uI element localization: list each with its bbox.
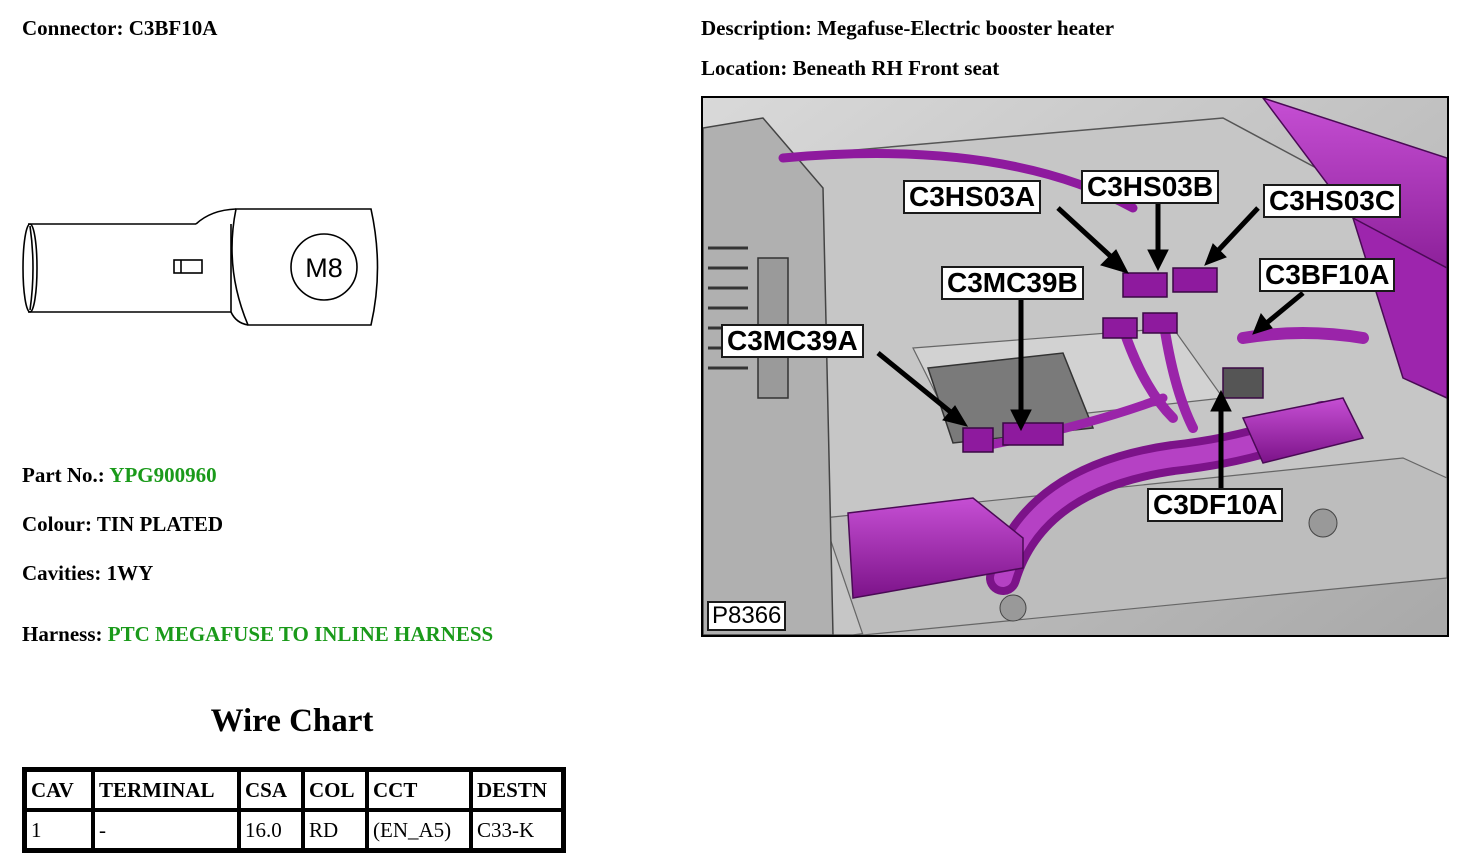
callout-c3bf10a: C3BF10A bbox=[1259, 258, 1396, 292]
connector-value: C3BF10A bbox=[128, 16, 218, 40]
wire-chart-table: CAV TERMINAL CSA COL CCT DESTN 1 - 16.0 … bbox=[22, 767, 566, 853]
callout-c3mc39b: C3MC39B bbox=[941, 266, 1084, 300]
connector-label: Connector: bbox=[22, 16, 124, 40]
connector-terminal-drawing: M8 bbox=[22, 208, 379, 326]
header-terminal: TERMINAL bbox=[93, 770, 239, 810]
description-label: Description: bbox=[701, 16, 812, 40]
location-photo: C3HS03A C3HS03B C3HS03C C3BF10A C3MC39B … bbox=[701, 96, 1449, 637]
location-illustration bbox=[703, 98, 1447, 635]
callout-c3hs03a: C3HS03A bbox=[903, 180, 1042, 214]
header-csa: CSA bbox=[239, 770, 303, 810]
colour-field: Colour: TIN PLATED bbox=[22, 514, 223, 535]
location-label: Location: bbox=[701, 56, 788, 80]
callout-c3mc39a: C3MC39A bbox=[721, 324, 864, 358]
cavities-label: Cavities: bbox=[22, 561, 102, 585]
cell-col: RD bbox=[303, 810, 367, 850]
callout-c3hs03b: C3HS03B bbox=[1081, 170, 1220, 204]
cell-cav: 1 bbox=[25, 810, 93, 850]
header-col: COL bbox=[303, 770, 367, 810]
cavities-value: 1WY bbox=[106, 561, 154, 585]
header-destn: DESTN bbox=[471, 770, 563, 810]
callout-c3df10a: C3DF10A bbox=[1147, 488, 1284, 522]
cell-terminal: - bbox=[93, 810, 239, 850]
photo-reference-label: P8366 bbox=[707, 601, 787, 631]
table-row: 1 - 16.0 RD (EN_A5) C33-K bbox=[25, 810, 563, 850]
description-field: Description: Megafuse-Electric booster h… bbox=[701, 18, 1114, 39]
wire-chart-title: Wire Chart bbox=[210, 703, 374, 739]
colour-value: TIN PLATED bbox=[96, 512, 224, 536]
location-field: Location: Beneath RH Front seat bbox=[701, 58, 999, 79]
part-number-field: Part No.: YPG900960 bbox=[22, 465, 217, 486]
cell-cct: (EN_A5) bbox=[367, 810, 471, 850]
harness-label: Harness: bbox=[22, 622, 103, 646]
part-number-label: Part No.: bbox=[22, 463, 105, 487]
connector-field: Connector: C3BF10A bbox=[22, 18, 217, 39]
callout-c3hs03c: C3HS03C bbox=[1263, 184, 1402, 218]
location-value: Beneath RH Front seat bbox=[792, 56, 1000, 80]
header-cct: CCT bbox=[367, 770, 471, 810]
cell-destn: C33-K bbox=[471, 810, 563, 850]
wire-chart-header-row: CAV TERMINAL CSA COL CCT DESTN bbox=[25, 770, 563, 810]
cell-csa: 16.0 bbox=[239, 810, 303, 850]
harness-field: Harness: PTC MEGAFUSE TO INLINE HARNESS bbox=[22, 624, 493, 645]
description-value: Megafuse-Electric booster heater bbox=[817, 16, 1115, 40]
header-cav: CAV bbox=[25, 770, 93, 810]
stud-size-label: M8 bbox=[305, 253, 343, 283]
harness-link[interactable]: PTC MEGAFUSE TO INLINE HARNESS bbox=[107, 622, 494, 646]
cavities-field: Cavities: 1WY bbox=[22, 563, 153, 584]
colour-label: Colour: bbox=[22, 512, 92, 536]
part-number-link[interactable]: YPG900960 bbox=[109, 463, 217, 487]
